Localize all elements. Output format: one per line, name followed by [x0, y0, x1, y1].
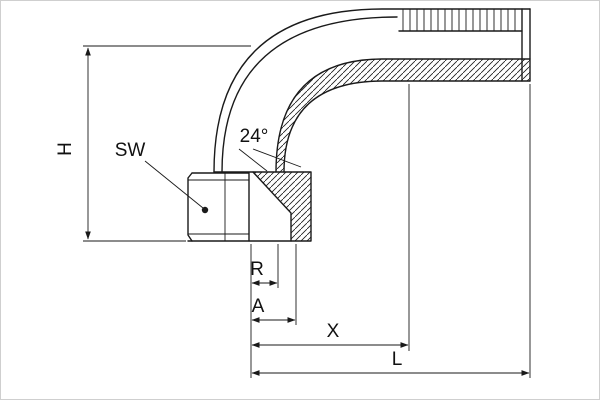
dimension-a: A	[251, 244, 297, 325]
hose-tail-end	[521, 8, 531, 82]
dimension-l: L	[251, 84, 531, 378]
dim-label-a: A	[252, 296, 265, 317]
nut-flat-lines	[188, 173, 249, 241]
fitting-outline	[187, 8, 531, 242]
sw-leader-line	[144, 160, 204, 209]
dim-label-sw: SW	[115, 140, 146, 161]
h-extension-lines	[83, 45, 251, 242]
dim-label-h: H	[55, 142, 76, 156]
nut-outline	[187, 172, 250, 242]
spanner-flat-dot	[201, 206, 209, 214]
dimension-h: H	[55, 45, 251, 242]
cone-seat-edge	[252, 171, 292, 242]
dim-label-l: L	[392, 349, 403, 370]
dim-label-cone-angle: 24°	[240, 126, 269, 147]
dimension-cone-angle: 24°	[238, 126, 302, 172]
section-hatch-tail	[276, 59, 530, 172]
dim-label-x: X	[327, 321, 340, 342]
dim-label-r: R	[250, 259, 264, 280]
dimension-x: X	[251, 84, 410, 351]
elbow-wall-curve	[221, 16, 398, 173]
leader-sw: SW	[115, 140, 204, 209]
elbow-outer-curve	[213, 8, 531, 173]
dimension-r: R	[250, 244, 279, 288]
section-hatch-body	[253, 172, 311, 241]
elbow-inner-curve	[283, 80, 531, 173]
hose-tail-serrations	[402, 9, 516, 31]
cone-angle-lines	[238, 148, 302, 172]
